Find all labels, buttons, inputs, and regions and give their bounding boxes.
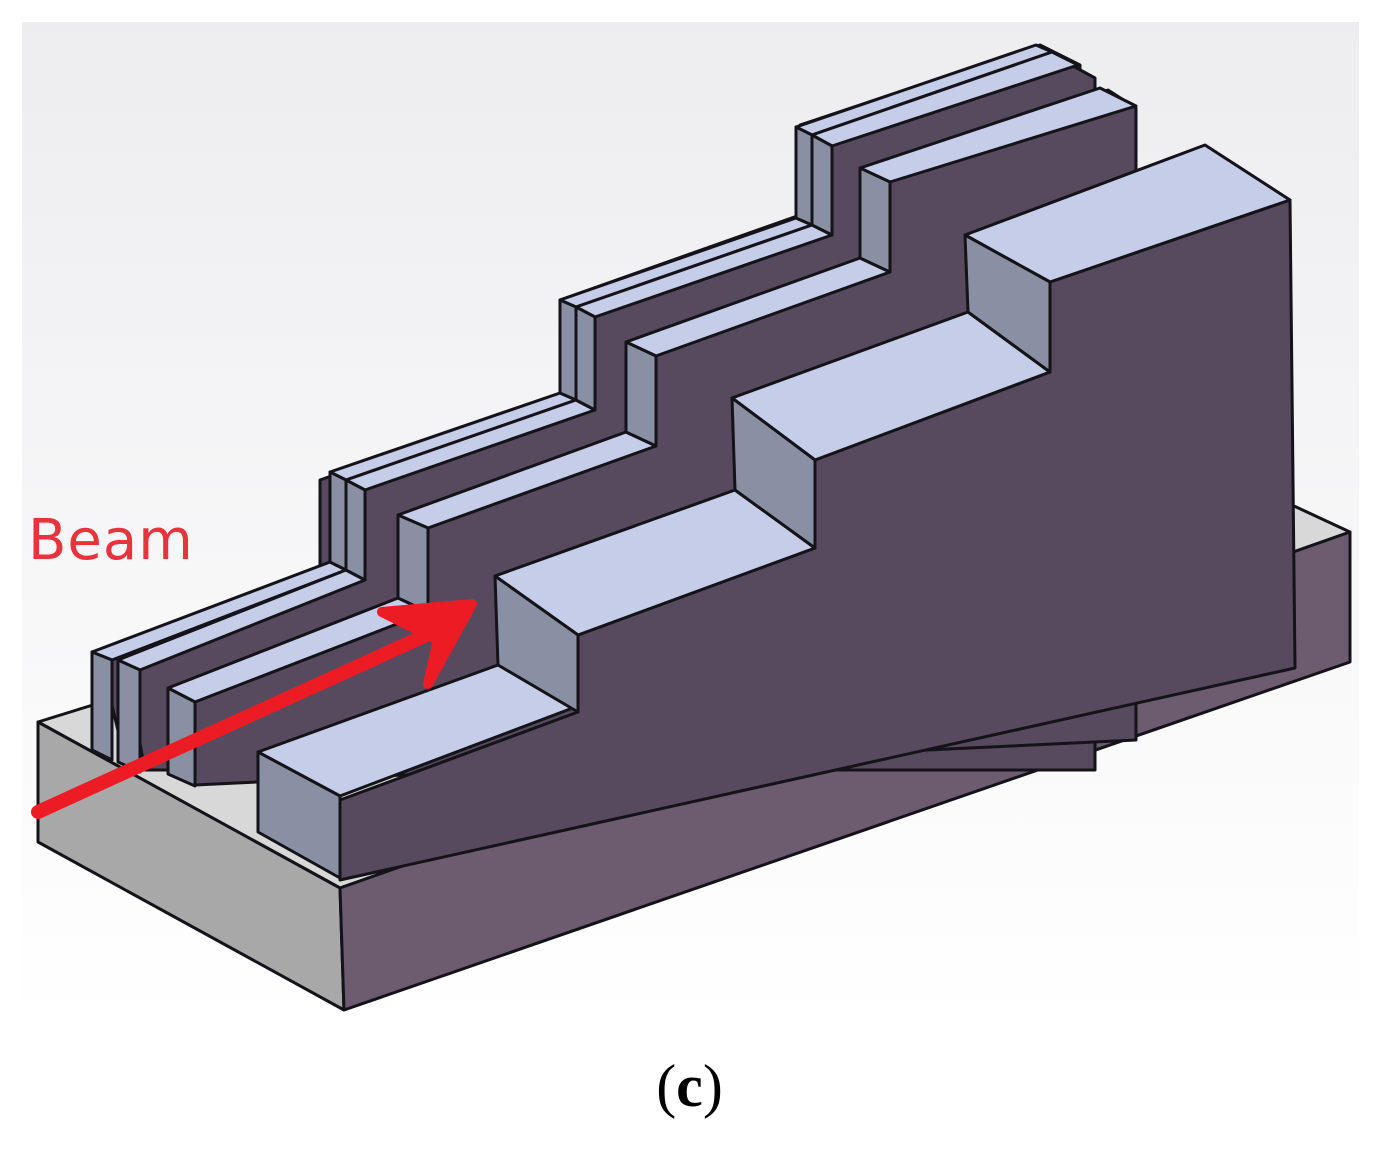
rear-plate-1-front-3 xyxy=(558,298,578,402)
rear-plate-2-front-2 xyxy=(344,478,367,582)
beam-arrow xyxy=(31,599,477,819)
caption-close-paren: ) xyxy=(702,1053,723,1119)
beam-arrow-head xyxy=(377,599,477,689)
rear-plate-1-front-1 xyxy=(90,650,114,762)
front-block-front-2 xyxy=(493,574,580,714)
rear-plate-2-front-1 xyxy=(116,658,142,774)
beam-arrow-shaft xyxy=(31,615,462,819)
rear-plate-2-front-4 xyxy=(810,133,834,237)
beam-label: Beam xyxy=(28,508,194,573)
rear-plate-3-front-4 xyxy=(858,166,892,274)
front-block-front-1 xyxy=(256,750,342,880)
rear-plate-3-front-2 xyxy=(396,513,430,614)
rear-plate-1-front-2 xyxy=(328,470,348,572)
front-block-front-4 xyxy=(963,233,1052,374)
figure-caption: (c) xyxy=(0,1052,1379,1121)
front-stepped-block xyxy=(256,143,1297,882)
front-block-front-3 xyxy=(730,396,817,550)
rear-plate-3-front-3 xyxy=(624,340,658,448)
rear-plate-2-front-3 xyxy=(574,305,597,412)
rear-plate-1-front-4 xyxy=(794,125,814,227)
caption-letter: c xyxy=(676,1053,703,1119)
caption-open-paren: ( xyxy=(656,1053,677,1119)
